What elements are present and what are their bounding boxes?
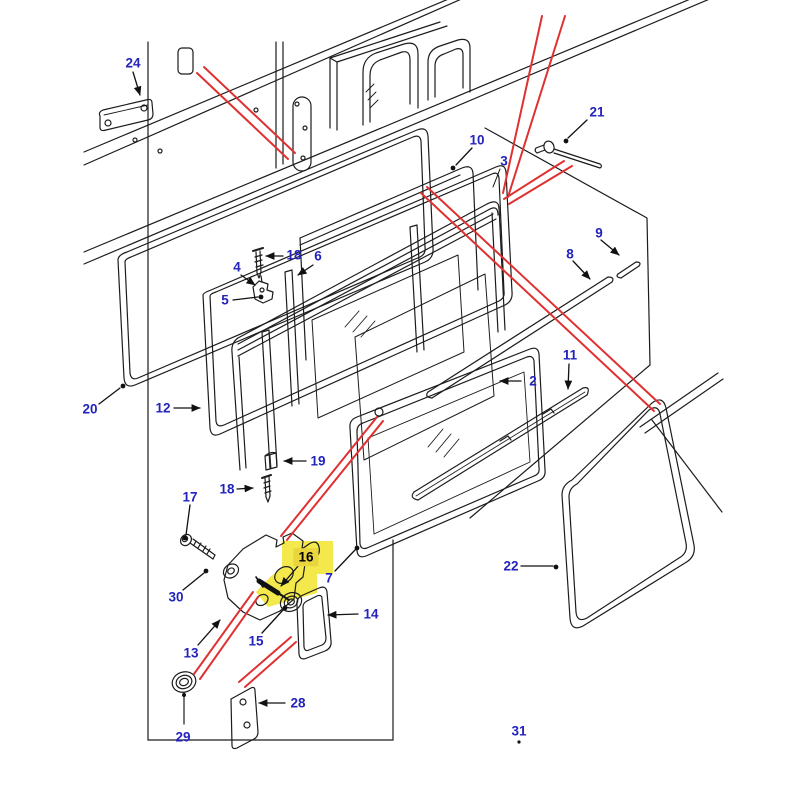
part-label-18a: 18: [286, 247, 302, 263]
part-label-6: 6: [314, 248, 322, 264]
glass-pane-2: [354, 273, 495, 461]
guide-rod-9: [616, 261, 641, 279]
part-label-19: 19: [310, 453, 326, 469]
part-label-11: 11: [562, 347, 578, 363]
channel-frame-3: [231, 201, 506, 471]
window-frame-10: [299, 166, 479, 361]
glass-pane: [311, 254, 465, 419]
screw-18-lower: [261, 474, 272, 503]
part-label-12: 12: [155, 400, 171, 416]
background-panel-lines: [147, 41, 394, 741]
rivet-21: [534, 140, 603, 169]
part-label-13: 13: [183, 645, 199, 661]
guide-rod-8: [426, 276, 614, 399]
window-frame-12: [202, 165, 513, 436]
pad-14: [296, 586, 332, 660]
part-label-28: 28: [290, 695, 306, 711]
bottom-rail-11: [411, 387, 589, 501]
screw-17: [179, 533, 216, 560]
part-label-2: 2: [529, 373, 537, 389]
plate-28: [230, 686, 259, 750]
part-label-3: 3: [500, 153, 508, 169]
spacer-19: [264, 451, 278, 471]
part-label-9: 9: [595, 225, 603, 241]
upper-channel-frames: [362, 38, 471, 126]
vehicle-body-panel: [83, 0, 709, 265]
part-label-14: 14: [363, 606, 379, 622]
screw-18-upper: [252, 247, 264, 279]
part-label-17: 17: [182, 489, 198, 505]
part-label-30: 30: [168, 589, 184, 605]
part-label-29: 29: [175, 729, 191, 745]
part-label-31: 31: [511, 723, 527, 739]
washer-30: [222, 563, 240, 579]
rear-panel: [469, 127, 724, 519]
window-seal-20: [117, 128, 434, 387]
window-seal-22: [561, 399, 695, 629]
latch-4-5: [252, 275, 274, 304]
part-label-18b: 18: [219, 481, 235, 497]
part-label-10: 10: [469, 132, 485, 148]
part-label-21: 21: [589, 104, 605, 120]
red-pointer-lines: [193, 15, 661, 688]
part-label-24: 24: [125, 55, 141, 71]
lower-window-frame-7: [349, 347, 546, 558]
grommet-29: [171, 671, 197, 725]
leader-lines: [98, 71, 620, 707]
part-label-20: 20: [82, 401, 98, 417]
catch-24: [98, 98, 154, 132]
part-label-4: 4: [233, 259, 241, 275]
part-label-8: 8: [566, 246, 574, 262]
leader-markers: [120, 138, 569, 744]
grommet-15: [279, 591, 303, 613]
part-label-16-highlighted: 16: [293, 548, 319, 566]
part-label-15: 15: [248, 633, 264, 649]
latch-bracket-13: [223, 532, 320, 621]
divider-bars: [261, 224, 425, 469]
part-label-22: 22: [503, 558, 519, 574]
part-label-7: 7: [325, 570, 333, 586]
part-label-5: 5: [221, 292, 229, 308]
